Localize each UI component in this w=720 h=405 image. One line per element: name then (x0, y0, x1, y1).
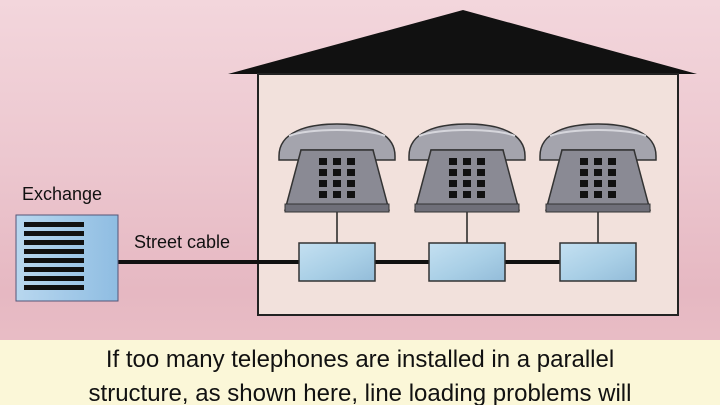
telephone-parallel-diagram: Exchange Street cable (15, 10, 697, 316)
caption-line-1: If too many telephones are installed in … (105, 346, 615, 373)
caption-line-2: structure, as shown here, line loading p… (88, 380, 632, 405)
caption-box: If too many telephones are installed in … (0, 340, 720, 405)
junction-box-icon (428, 242, 506, 282)
street-cable-label: Street cable (134, 232, 230, 252)
house-roof (228, 10, 697, 74)
junction-box-icon (298, 242, 376, 282)
junction-box-icon (559, 242, 637, 282)
exchange-icon (15, 214, 119, 302)
telephone-icon (539, 123, 657, 213)
exchange-label: Exchange (22, 184, 102, 204)
telephone-icon (408, 123, 526, 213)
telephone-icon (278, 123, 396, 213)
